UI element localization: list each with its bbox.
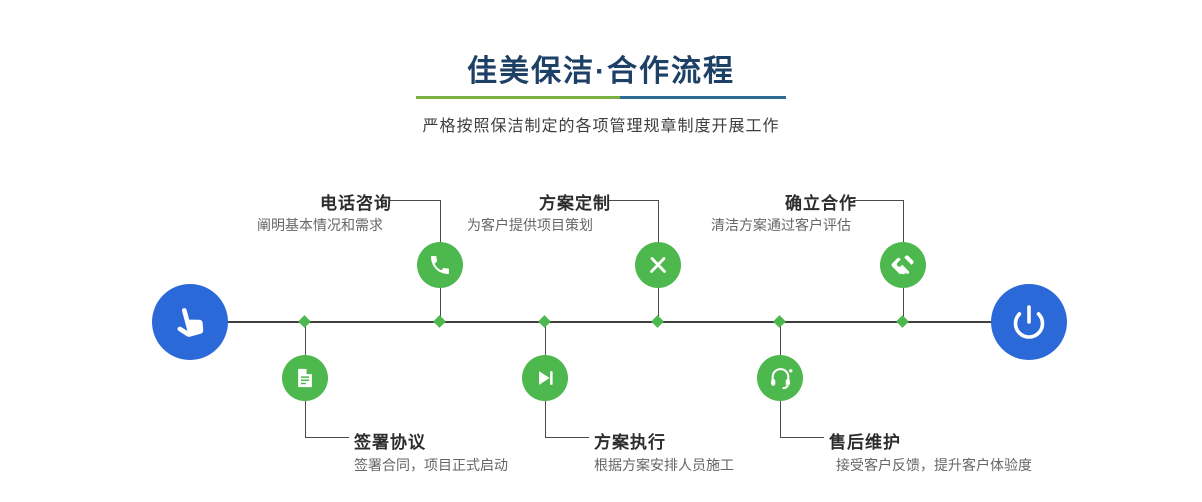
connector-line bbox=[390, 200, 440, 201]
connector-line bbox=[305, 401, 306, 437]
connector-line bbox=[903, 200, 904, 242]
pointing-hand-icon bbox=[177, 308, 204, 337]
step-title: 售后维护 bbox=[829, 433, 901, 452]
step-desc: 根据方案安排人员施工 bbox=[594, 457, 734, 473]
step-title: 确立合作 bbox=[785, 194, 857, 213]
connector-line bbox=[658, 200, 659, 242]
page-subtitle: 严格按照保洁制定的各项管理规章制度开展工作 bbox=[422, 118, 780, 135]
connector-line bbox=[545, 323, 546, 355]
timeline-line bbox=[190, 321, 1030, 323]
step-desc: 签署合同，项目正式启动 bbox=[354, 457, 508, 473]
connector-line bbox=[545, 437, 589, 438]
power-icon bbox=[1013, 305, 1045, 339]
timeline-marker bbox=[298, 315, 311, 328]
connector-line bbox=[440, 288, 441, 322]
divider-green-segment bbox=[416, 96, 620, 99]
headset-service-icon bbox=[770, 367, 792, 389]
timeline-marker bbox=[433, 315, 446, 328]
step-node-aftersales bbox=[757, 355, 803, 401]
timeline-marker bbox=[651, 315, 664, 328]
timeline-marker bbox=[896, 315, 909, 328]
connector-line bbox=[440, 200, 441, 242]
step-title: 签署协议 bbox=[354, 433, 426, 452]
connector-line bbox=[853, 200, 903, 201]
connector-line bbox=[658, 288, 659, 322]
page-title: 佳美保洁·合作流程 bbox=[467, 55, 735, 88]
connector-line bbox=[780, 401, 781, 437]
title-divider bbox=[416, 96, 786, 99]
step-node-phone bbox=[417, 242, 463, 288]
connector-line bbox=[780, 437, 824, 438]
timeline-marker bbox=[773, 315, 786, 328]
connector-line bbox=[903, 288, 904, 322]
step-node-contract bbox=[282, 355, 328, 401]
step-node-design bbox=[635, 242, 681, 288]
divider-blue-segment bbox=[619, 96, 786, 99]
timeline-marker bbox=[538, 315, 551, 328]
step-node-handshake bbox=[880, 242, 926, 288]
connector-line bbox=[305, 437, 349, 438]
step-title: 方案定制 bbox=[539, 194, 611, 213]
step-title: 电话咨询 bbox=[320, 194, 392, 213]
play-execute-icon bbox=[539, 371, 553, 385]
step-desc: 清洁方案通过客户评估 bbox=[711, 217, 851, 233]
flow-start-node bbox=[152, 284, 228, 360]
connector-line bbox=[608, 200, 658, 201]
connector-line bbox=[780, 323, 781, 355]
flow-end-node bbox=[991, 284, 1067, 360]
contract-icon bbox=[298, 368, 312, 388]
pencil-design-icon bbox=[650, 257, 666, 273]
step-title: 方案执行 bbox=[594, 433, 666, 452]
step-desc: 接受客户反馈，提升客户体验度 bbox=[836, 457, 1032, 473]
step-node-execute bbox=[522, 355, 568, 401]
handshake-icon bbox=[891, 255, 914, 275]
step-desc: 阐明基本情况和需求 bbox=[257, 217, 383, 233]
phone-icon bbox=[431, 256, 449, 274]
connector-line bbox=[305, 323, 306, 355]
step-desc: 为客户提供项目策划 bbox=[467, 217, 593, 233]
connector-line bbox=[545, 401, 546, 437]
